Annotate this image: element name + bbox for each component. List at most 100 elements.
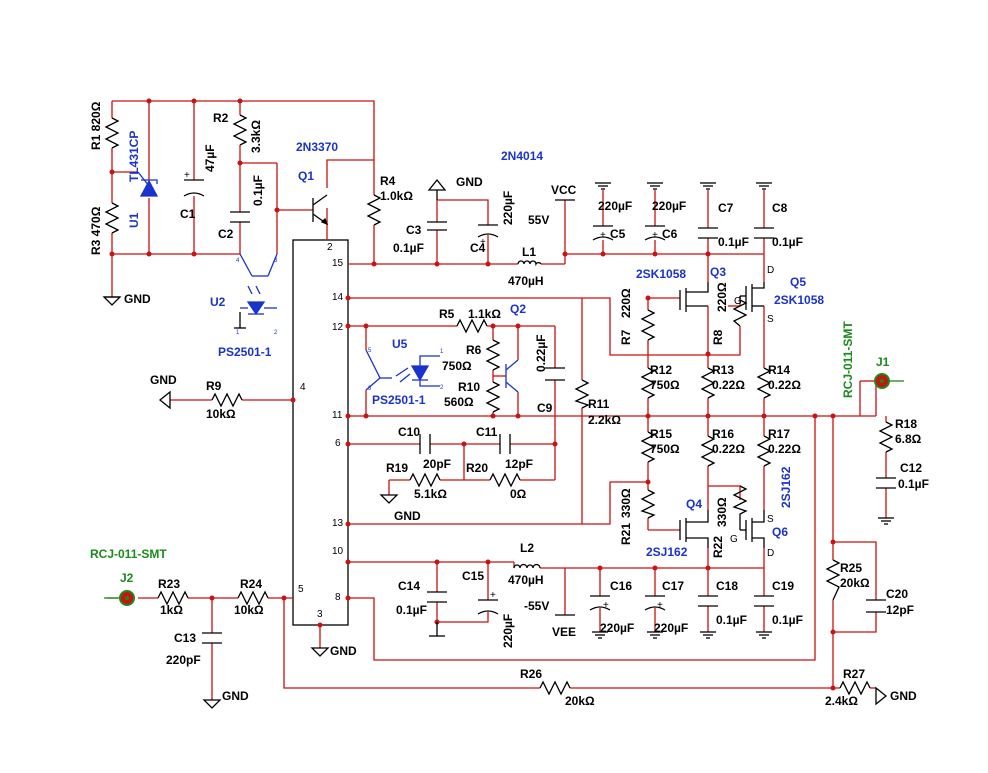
- c13-ref: C13: [174, 631, 196, 645]
- r10-ref: R10: [458, 380, 480, 394]
- q5-symbol: [740, 282, 765, 312]
- svg-text:+: +: [652, 230, 658, 241]
- r12-ref: R12: [650, 363, 672, 377]
- j1-part: RCJ-011-SMT: [841, 321, 855, 398]
- r10-symbol: [485, 381, 501, 413]
- svg-text:3: 3: [317, 609, 323, 620]
- r6-val: 750Ω: [442, 359, 472, 373]
- svg-text:2: 2: [274, 330, 278, 336]
- c8-ref: C8: [772, 201, 788, 215]
- svg-text:+: +: [600, 230, 606, 241]
- r26-ref: R26: [520, 667, 542, 681]
- c4-ref: C4: [470, 241, 486, 255]
- j2-connector[interactable]: [104, 590, 135, 606]
- gnd-ic: [310, 647, 330, 657]
- c12-val: 0.1µF: [898, 477, 929, 491]
- svg-text:6: 6: [335, 438, 341, 449]
- q6-part: 2SJ162: [779, 466, 793, 508]
- svg-text:3: 3: [274, 258, 278, 264]
- r9-symbol: [211, 392, 243, 408]
- r14-symbol: [756, 367, 772, 399]
- c5-val: 220µF: [598, 199, 632, 213]
- c13-symbol: [202, 632, 222, 644]
- r21-symbol: [640, 489, 656, 519]
- r8-val: 220Ω: [715, 282, 729, 312]
- polarity-marks: + + + + + + +: [184, 170, 663, 611]
- q3-symbol: [679, 282, 709, 312]
- svg-text:1: 1: [440, 349, 444, 355]
- gnd-c19: [756, 631, 772, 639]
- q3-ref: Q3: [710, 265, 726, 279]
- c17-val: 220µF: [654, 621, 688, 635]
- r5-ref: R5: [439, 307, 455, 321]
- r27-ref: R27: [843, 667, 865, 681]
- c20-val: 12pF: [886, 603, 914, 617]
- gnd-c18: [700, 631, 716, 639]
- c19-symbol: [754, 595, 774, 607]
- q3-part: 2SK1058: [636, 267, 686, 281]
- c20-symbol: [866, 599, 886, 613]
- svg-text:15: 15: [332, 258, 344, 269]
- c18-ref: C18: [716, 579, 738, 593]
- r26-symbol: [539, 680, 571, 696]
- svg-text:2: 2: [327, 242, 333, 253]
- resistor-labels: R1 820Ω R3 470Ω R2 3.3kΩ R4 1.0kΩ R5 1.1…: [89, 101, 922, 708]
- r5-symbol: [456, 318, 488, 334]
- u5-ref: U5: [392, 337, 408, 351]
- r13-symbol: [700, 367, 716, 399]
- junctions: [109, 98, 836, 691]
- c2-symbol: [230, 211, 250, 223]
- gnd-r3: [102, 296, 122, 306]
- gnd-label-c13: GND: [222, 689, 249, 703]
- r11-ref: R11: [588, 397, 610, 411]
- svg-text:G: G: [730, 534, 738, 545]
- j1-connector[interactable]: [874, 373, 904, 389]
- capacitor-symbols: [183, 179, 896, 644]
- r25-symbol: [825, 559, 841, 601]
- svg-text:+: +: [480, 237, 486, 248]
- svg-text:12: 12: [332, 322, 344, 333]
- q2-part: 2N4014: [501, 149, 543, 163]
- c11-ref: C11: [476, 425, 498, 439]
- gnd-c15: [429, 622, 445, 637]
- u5-symbol: [365, 349, 440, 391]
- c1-ref: C1: [180, 207, 196, 221]
- c12-symbol: [876, 477, 896, 489]
- svg-text:14: 14: [332, 292, 344, 303]
- r22-ref: R22: [711, 536, 725, 558]
- r22-symbol: [732, 485, 748, 530]
- svg-text:D: D: [767, 548, 774, 559]
- svg-text:+: +: [490, 590, 496, 601]
- gnd-label-r27: GND: [890, 689, 917, 703]
- r21-val: 330Ω: [619, 488, 633, 518]
- c3-val: 0.1µF: [393, 241, 424, 255]
- svg-text:13: 13: [332, 518, 344, 529]
- gnd-label-r19: GND: [394, 509, 421, 523]
- q1-part: 2N3370: [296, 140, 338, 154]
- svg-text:D: D: [767, 265, 774, 276]
- r3-label: R3 470Ω: [89, 206, 103, 255]
- tl431-symbol: [137, 171, 159, 197]
- r26-val: 20kΩ: [565, 694, 595, 708]
- svg-text:S: S: [767, 514, 774, 525]
- c17-symbol: [644, 595, 666, 611]
- r14-val: 0.22Ω: [768, 378, 801, 392]
- net-labels: GND GND GND GND GND GND GND VCC 55V VEE …: [124, 175, 917, 703]
- r4-symbol: [366, 194, 382, 226]
- gnd-u2: [234, 312, 246, 329]
- c5-symbol: [592, 225, 614, 241]
- inductor-symbols: [513, 260, 542, 569]
- supply-symbols: [555, 199, 575, 616]
- gnd-c7: [700, 182, 716, 190]
- vcc-voltage: 55V: [528, 213, 549, 227]
- r8-ref: R8: [711, 329, 725, 345]
- r20-symbol: [489, 472, 521, 488]
- r16-val: 0.22Ω: [712, 442, 745, 456]
- r20-val: 0Ω: [510, 487, 527, 501]
- r11-val: 2.2kΩ: [588, 413, 621, 427]
- r10-val: 560Ω: [444, 395, 474, 409]
- c12-ref: C12: [900, 461, 922, 475]
- c15-symbol: [477, 599, 499, 615]
